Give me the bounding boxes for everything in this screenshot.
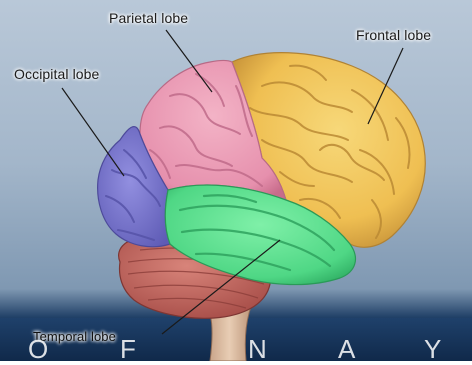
watermark: O F N A Y	[0, 334, 472, 361]
watermark-letter: F	[120, 334, 136, 365]
occipital-leader-line	[62, 88, 124, 176]
watermark-letter: N	[248, 334, 267, 365]
watermark-letter: Y	[424, 334, 441, 365]
parietal-lobe-label: Parietal lobe	[109, 10, 188, 26]
occipital-lobe-label: Occipital lobe	[14, 66, 99, 82]
frontal-lobe-label: Frontal lobe	[356, 27, 431, 43]
watermark-letter: A	[338, 334, 355, 365]
watermark-letter: O	[28, 334, 48, 365]
